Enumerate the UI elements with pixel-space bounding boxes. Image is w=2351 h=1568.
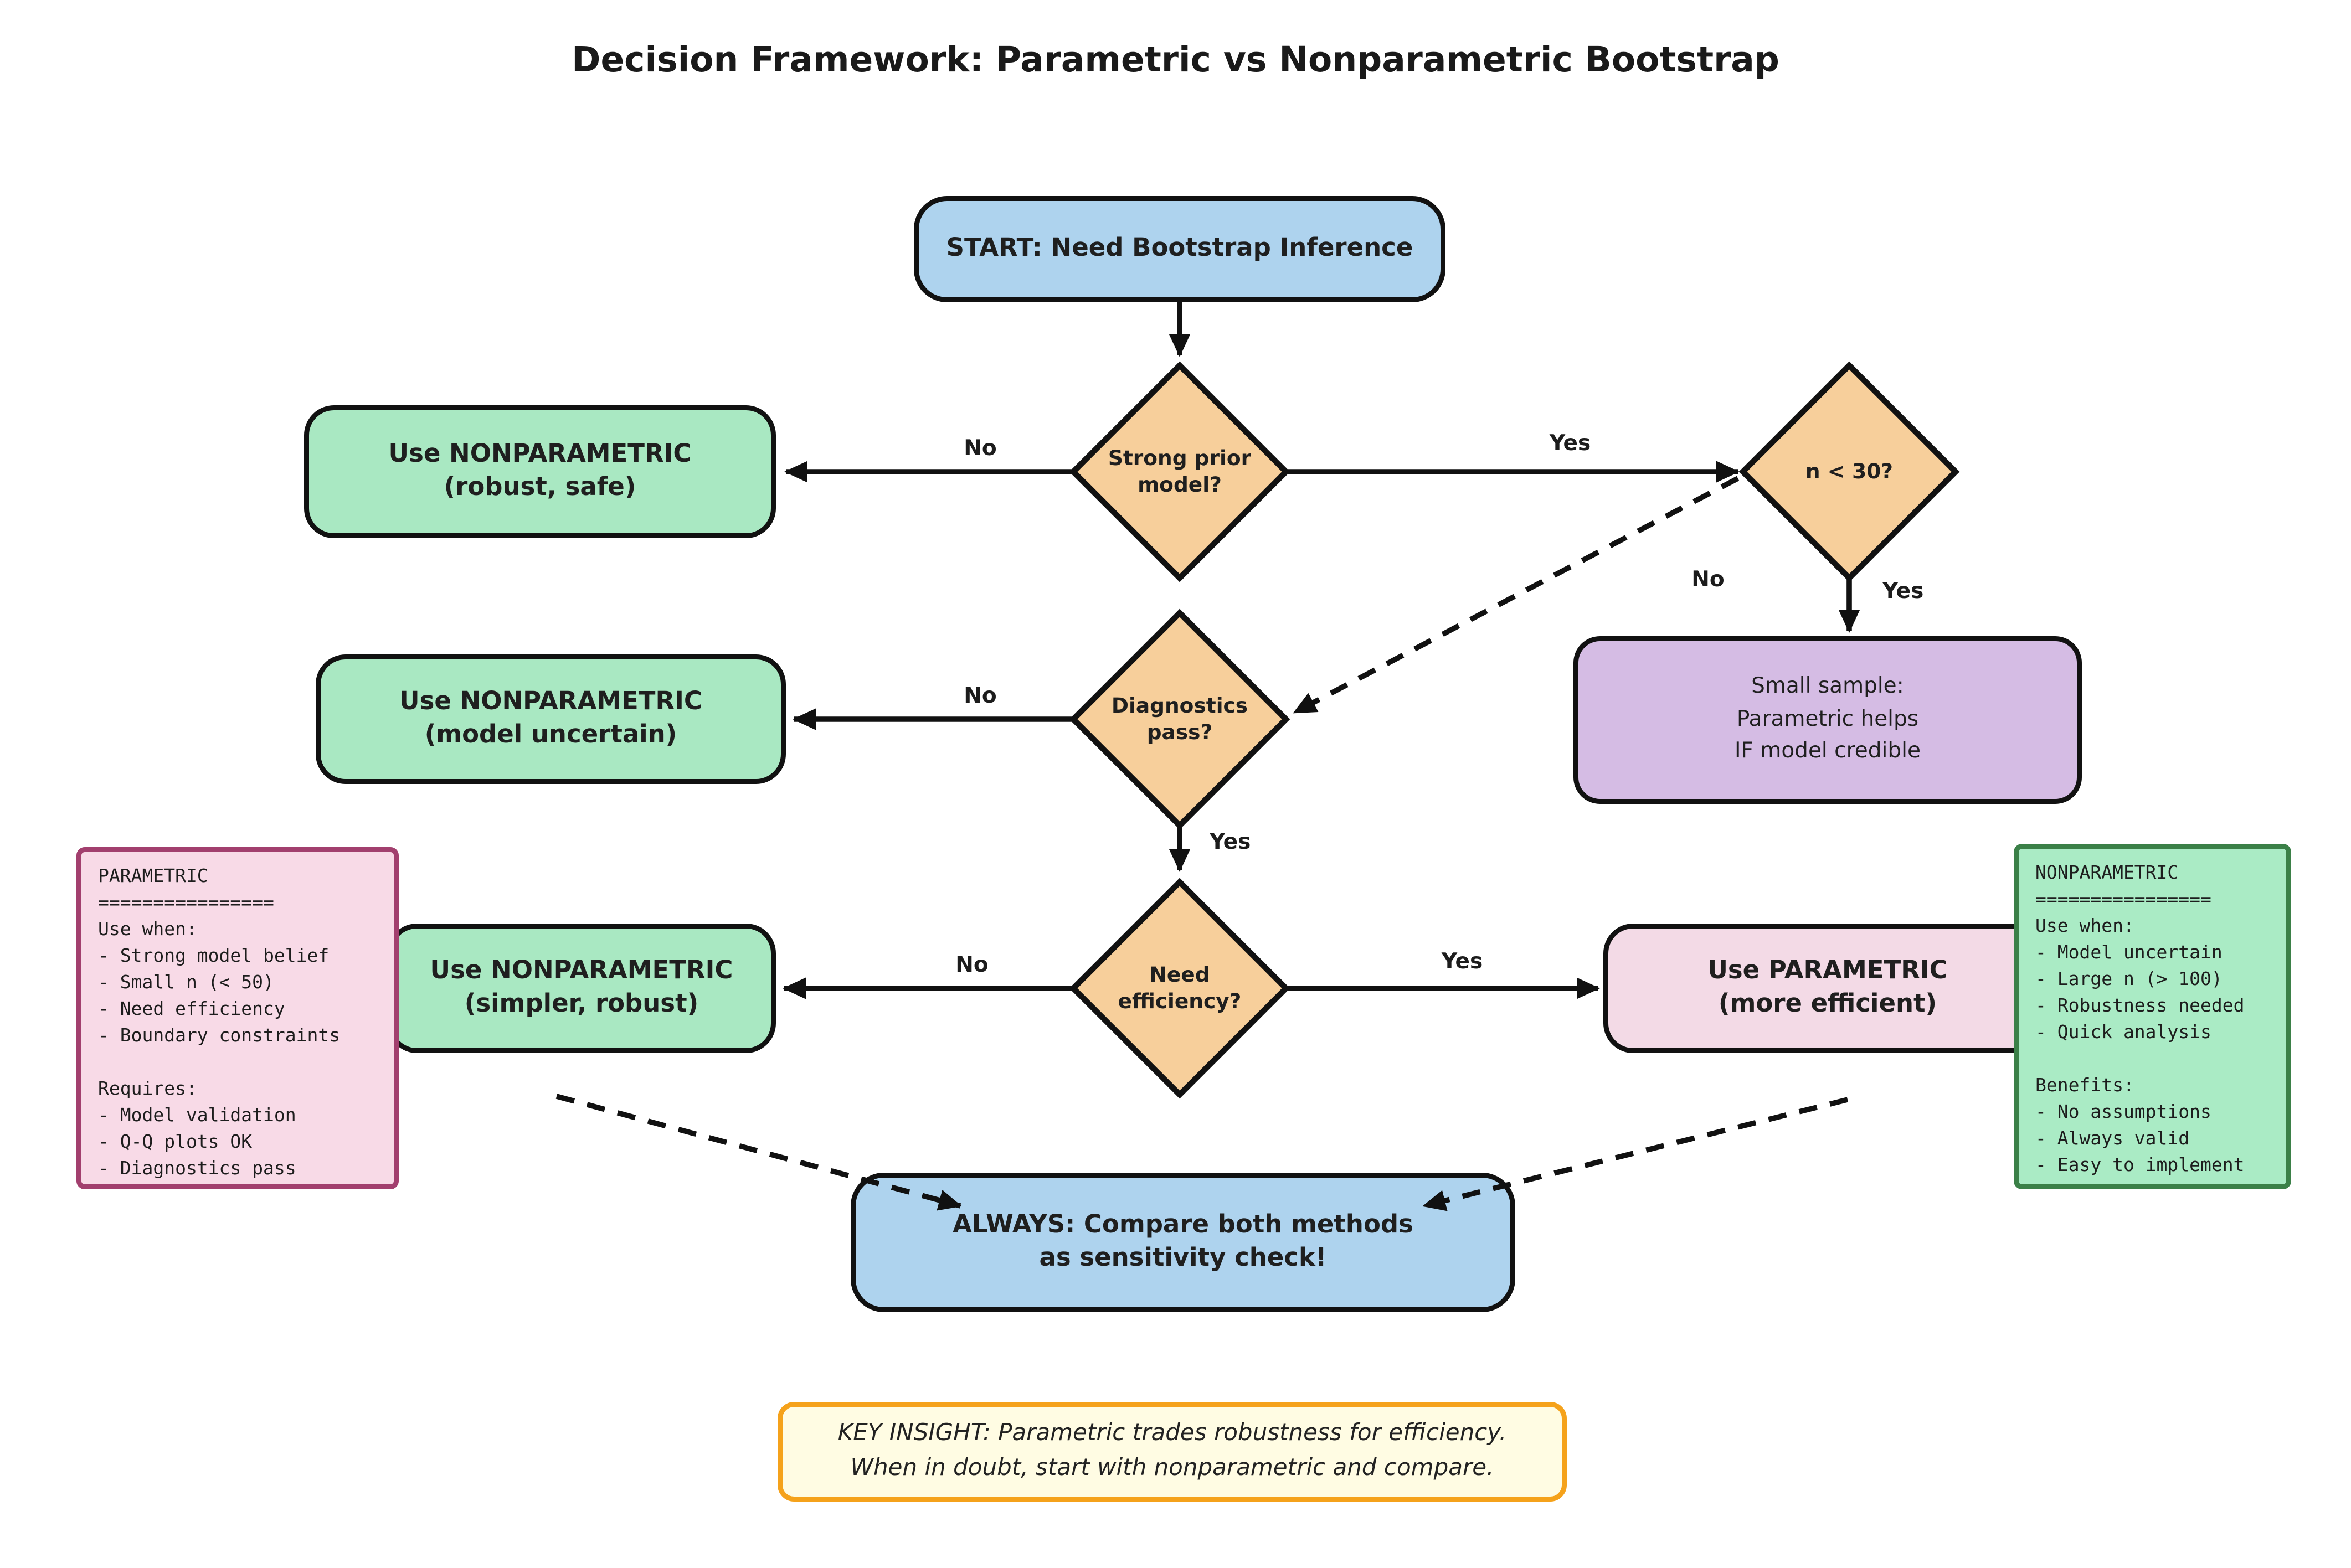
label-n30-yes: Yes [1882,580,1924,605]
nonparametric-panel: NONPARAMETRIC ================ Use when:… [2014,844,2291,1189]
n-lt-30-decision: n < 30? [1736,359,1962,585]
label-strong-prior-yes: Yes [1549,432,1591,457]
label-need-eff-yes: Yes [1441,950,1483,975]
small-sample-node: Small sample: Parametric helps IF model … [1573,636,2082,804]
diamond-shape [1069,361,1290,582]
strong-prior-decision: Strong prior model? [1067,359,1293,585]
label-n30-no: No [1691,568,1725,593]
label-diagnostics-yes: Yes [1210,831,1251,855]
label-diagnostics-no: No [964,684,997,709]
use-parametric-node: Use PARAMETRIC (more efficient) [1603,924,2052,1053]
label-strong-prior-no: No [964,437,997,462]
diagnostics-decision: Diagnostics pass? [1067,606,1293,832]
label-need-eff-no: No [955,953,989,978]
nonparametric-uncertain-node: Use NONPARAMETRIC (model uncertain) [316,654,786,784]
parametric-panel: PARAMETRIC ================ Use when: - … [76,847,399,1189]
nonparametric-panel-text: NONPARAMETRIC ================ Use when:… [2035,862,2245,1176]
diamond-shape [1069,878,1290,1099]
nonparametric-robust-node: Use NONPARAMETRIC (robust, safe) [304,405,776,538]
need-efficiency-label: Need efficiency? [1118,962,1242,1013]
page-title: Decision Framework: Parametric vs Nonpar… [572,40,1779,80]
strong-prior-label: Strong prior model? [1108,446,1252,497]
diagnostics-label: Diagnostics pass? [1111,693,1248,744]
always-compare-node: ALWAYS: Compare both methods as sensitiv… [851,1173,1515,1312]
key-insight-box: KEY INSIGHT: Parametric trades robustnes… [778,1402,1567,1502]
start-node: START: Need Bootstrap Inference [914,196,1445,302]
parametric-panel-text: PARAMETRIC ================ Use when: - … [98,865,341,1179]
n-lt-30-label: n < 30? [1805,458,1894,484]
nonparametric-simpler-node: Use NONPARAMETRIC (simpler, robust) [387,924,776,1053]
need-efficiency-decision: Need efficiency? [1067,875,1293,1101]
